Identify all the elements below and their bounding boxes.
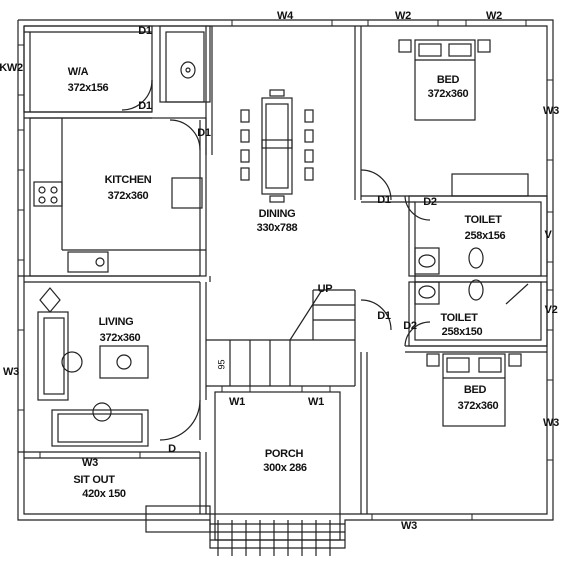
window-w1-b: W1 xyxy=(308,396,324,408)
window-w3-bottom-left: W3 xyxy=(82,457,98,469)
door-d1-bed2: D1 xyxy=(377,310,391,322)
sitout-size: 420x 150 xyxy=(82,488,126,500)
living-furniture xyxy=(37,287,149,447)
store-walls xyxy=(159,25,211,103)
stair-dimension: 95 xyxy=(216,359,227,370)
window-w3-left: W3 xyxy=(3,366,19,378)
toilet-bottom-name: TOILET xyxy=(440,312,478,324)
window-w2-b: W2 xyxy=(486,10,502,22)
wa-size: 372x156 xyxy=(67,82,109,94)
dining-size: 330x788 xyxy=(256,222,298,234)
dining-name: DINING xyxy=(258,208,296,220)
bed-top-name: BED xyxy=(436,74,460,86)
door-swings xyxy=(121,79,431,441)
toilet-top-size: 258x156 xyxy=(464,230,506,242)
window-w3-bottom-right: W3 xyxy=(401,520,417,532)
door-d1-bed: D1 xyxy=(377,194,391,206)
toilet-bottom-size: 258x150 xyxy=(441,326,483,338)
door-d1-wa: D1 xyxy=(138,100,152,112)
door-d-main: D xyxy=(168,443,176,455)
kitchen-size: 372x360 xyxy=(107,190,149,202)
living-size: 372x360 xyxy=(99,332,141,344)
toilet-top-name: TOILET xyxy=(464,214,502,226)
bed-bottom-name: BED xyxy=(463,384,487,396)
window-kw2: KW2 xyxy=(0,62,23,74)
porch-size: 300x 286 xyxy=(263,462,307,474)
window-v2: V2 xyxy=(544,304,558,316)
dining-walls xyxy=(18,26,362,282)
window-w3-right-bottom: W3 xyxy=(543,417,559,429)
window-w3-right-top: W3 xyxy=(543,105,559,117)
door-d1-kitchen: D1 xyxy=(197,127,211,139)
bed-bottom-walls xyxy=(360,345,547,514)
dining-table xyxy=(240,89,314,203)
sitout-name: SIT OUT xyxy=(73,474,115,486)
window-w4: W4 xyxy=(277,10,293,22)
window-w2-a: W2 xyxy=(395,10,411,22)
bed-bottom-size: 372x360 xyxy=(457,400,499,412)
kitchen-name: KITCHEN xyxy=(104,174,152,186)
wa-name: W/A xyxy=(67,66,89,78)
window-w1-a: W1 xyxy=(229,396,245,408)
porch-steps xyxy=(210,520,345,556)
windows xyxy=(17,19,554,521)
door-d2-bottom: D2 xyxy=(403,320,417,332)
door-d2-top: D2 xyxy=(423,196,437,208)
living-name: LIVING xyxy=(98,316,134,328)
toilets xyxy=(408,195,548,347)
porch-stairs xyxy=(145,289,356,533)
bed-top-size: 372x360 xyxy=(427,88,469,100)
door-d1-top: D1 xyxy=(138,25,152,37)
stair-up-label: UP xyxy=(317,283,333,295)
porch-name: PORCH xyxy=(264,448,304,460)
bed-top-walls xyxy=(361,39,547,203)
window-v: V xyxy=(544,229,552,241)
